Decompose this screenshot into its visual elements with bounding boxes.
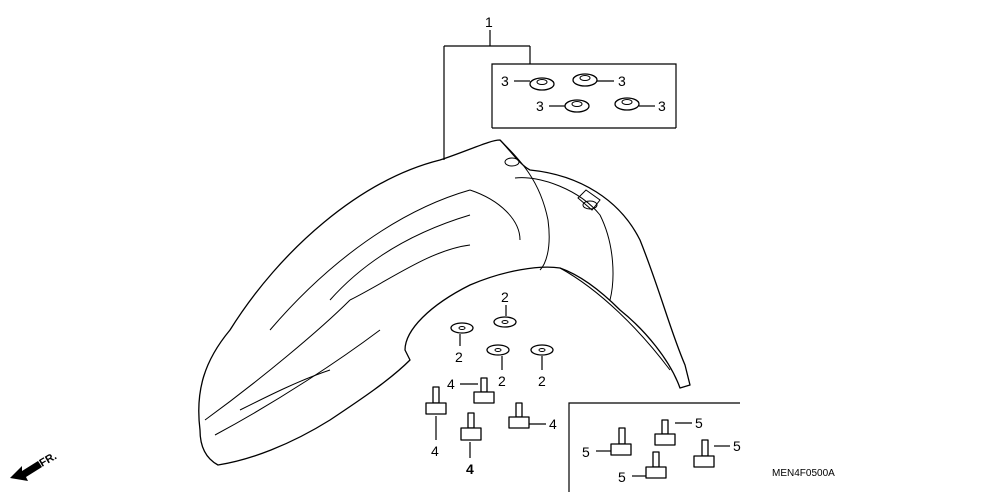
callout-5a: 5 [582, 444, 590, 460]
diagram-code: MEN4F0500A [772, 468, 835, 479]
grommet-3b [572, 73, 598, 87]
front-direction-arrow-icon [10, 461, 42, 481]
washers-2 [450, 305, 554, 370]
bolt-5b [654, 419, 676, 446]
callout-5b: 5 [695, 415, 703, 431]
grommet-set-box [491, 63, 677, 129]
callout-3b: 3 [618, 73, 626, 89]
callout-4a: 4 [431, 443, 439, 459]
front-direction-label: FR. [38, 450, 59, 469]
callout-2c: 2 [498, 373, 506, 389]
bolt-set-box [568, 402, 740, 492]
callout-2a: 2 [501, 289, 509, 305]
callout-3c: 3 [536, 98, 544, 114]
callout-5c: 5 [618, 469, 626, 485]
callout-2b: 2 [455, 349, 463, 365]
bolt-4b [473, 377, 495, 404]
bolt-4a [425, 386, 447, 415]
callout-4b: 4 [447, 376, 455, 392]
callout-4d: 4 [549, 416, 557, 432]
bolt-5d [693, 439, 715, 468]
callout-1-leader [443, 30, 531, 160]
callout-4c: 4 [466, 461, 474, 477]
callout-5d: 5 [733, 438, 741, 454]
grommet-3c [564, 99, 590, 113]
callout-2d: 2 [538, 373, 546, 389]
bolt-5a [610, 427, 632, 456]
callout-1: 1 [485, 14, 493, 30]
bolt-4c [460, 412, 482, 441]
callout-3a: 3 [501, 73, 509, 89]
grommet-3d [614, 97, 640, 111]
bolts-4 [425, 377, 546, 458]
bolt-4d [508, 402, 530, 429]
grommet-3a [529, 77, 555, 91]
front-fender [198, 139, 691, 466]
bolt-5c [645, 451, 667, 479]
callout-3d: 3 [658, 98, 666, 114]
